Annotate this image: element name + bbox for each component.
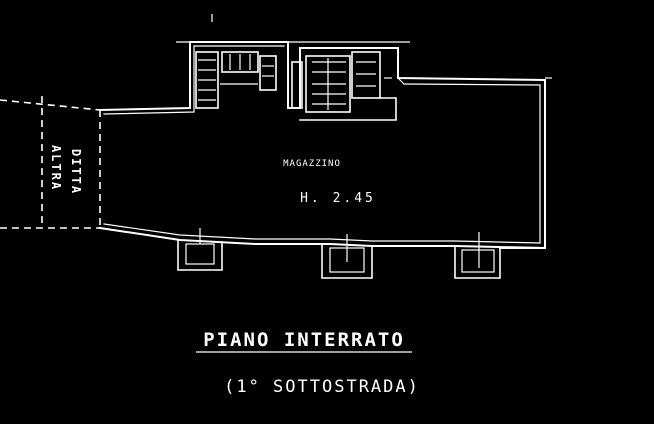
stair-core-right <box>291 51 397 121</box>
plan-title: PIANO INTERRATO <box>203 329 405 351</box>
height-label: H. 2.45 <box>300 191 376 206</box>
outer-walls <box>98 14 552 250</box>
bottom-wells <box>177 228 501 279</box>
room-label: MAGAZZINO <box>283 159 341 169</box>
stair-core-left <box>195 51 277 109</box>
adjacent-property <box>0 96 101 229</box>
side-label-ditta: DITTA <box>69 149 83 195</box>
side-label-altra: ALTRA <box>49 145 63 191</box>
plan-subtitle: (1° SOTTOSTRADA) <box>224 377 420 397</box>
